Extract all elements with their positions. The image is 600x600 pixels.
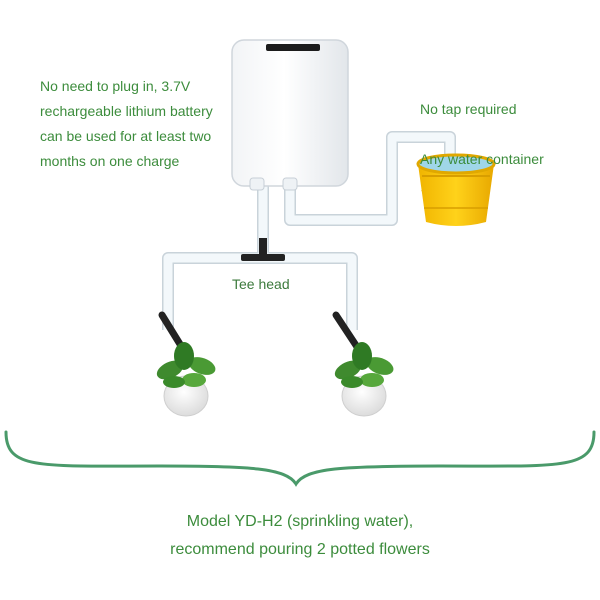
caption-line-2: recommend pouring 2 potted flowers (170, 541, 430, 558)
curly-brace-icon (4, 430, 596, 487)
tap-note: No tap required Any water container (420, 72, 595, 197)
water-bucket-icon (416, 153, 496, 226)
potted-plant-icon (334, 342, 394, 417)
tee-connector-icon (241, 238, 285, 261)
potted-plant-icon (156, 342, 216, 417)
tee-head-label: Tee head (232, 276, 290, 292)
pump-unit-icon (231, 39, 349, 191)
tap-note-line-1: No tap required (420, 101, 517, 117)
battery-note: No need to plug in, 3.7V rechargeable li… (40, 78, 213, 169)
caption-line-1: Model YD-H2 (sprinkling water), (186, 513, 414, 530)
tap-note-line-2: Any water container (420, 151, 544, 167)
